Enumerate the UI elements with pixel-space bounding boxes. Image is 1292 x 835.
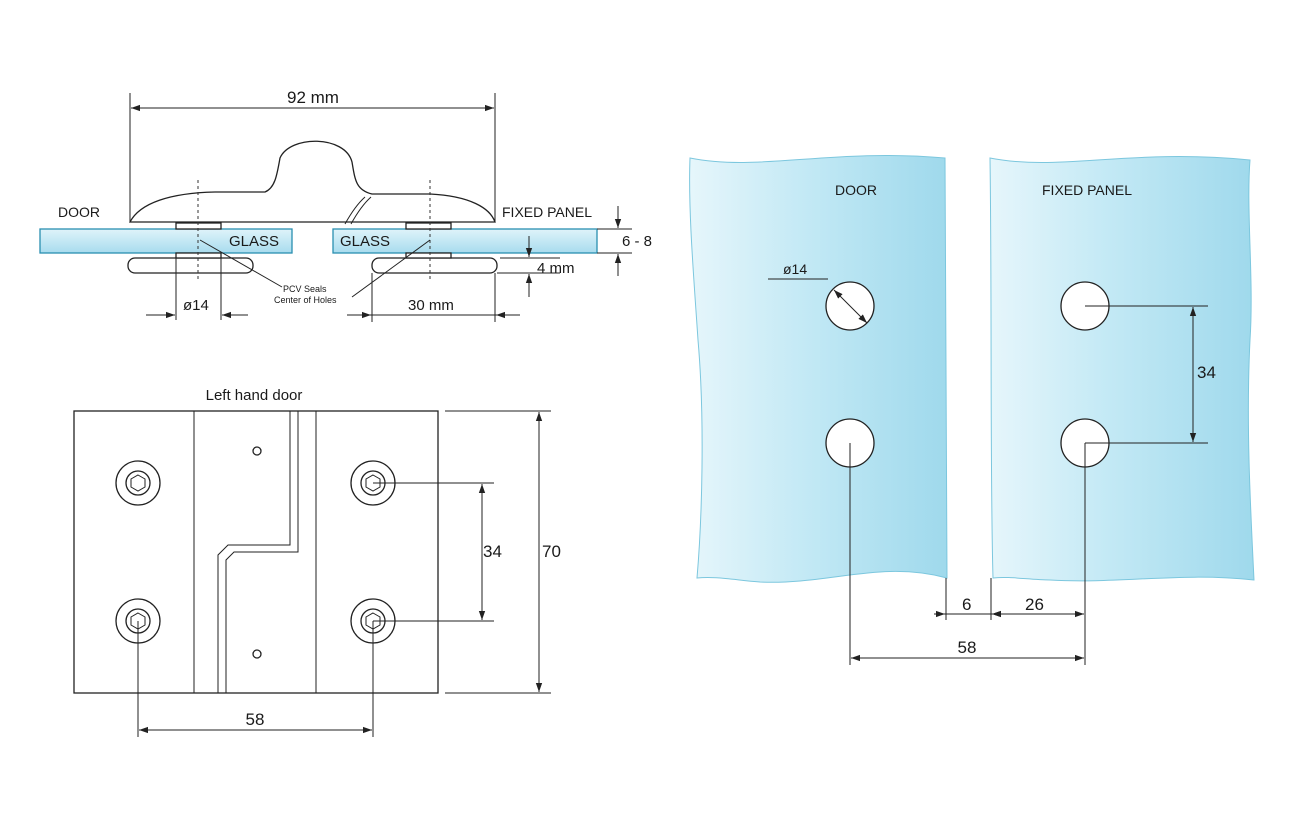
hinge-knuckle-line-2: [350, 196, 372, 225]
gap-label: 4 mm: [537, 260, 575, 277]
glass-fixed-panel-label: FIXED PANEL: [1042, 182, 1132, 198]
glass-door-label: DOOR: [835, 182, 877, 198]
section-door-label: DOOR: [58, 204, 100, 220]
bottom-plate-left: [127, 257, 254, 274]
knuckle-step-inner: [225, 411, 299, 693]
glass-hole-diameter-line: [833, 289, 868, 324]
fixed-panel-glass: [989, 156, 1255, 582]
glass-left-label: GLASS: [229, 233, 279, 250]
holes-label: Center of Holes: [274, 295, 337, 305]
height-label: 70: [542, 542, 561, 561]
knuckle-step-outline: [217, 411, 291, 693]
offset-label: 30 mm: [408, 297, 454, 314]
front-distance-label: 58: [246, 710, 265, 729]
front-spacing-label: 34: [483, 542, 502, 561]
seal-right: [405, 252, 452, 259]
front-view-title: Left hand door: [206, 387, 303, 404]
pin-hole-top: [252, 446, 262, 456]
section-view: 92 mm DOOR FIXED PANEL GLASS GLASS 6 - 8…: [39, 88, 652, 322]
glass-offset-label: 26: [1025, 595, 1044, 614]
hinge-knuckle-line: [344, 196, 366, 225]
seals-leader: [199, 239, 283, 288]
seals-label: PCV Seals: [283, 284, 327, 294]
glass-distance-label: 58: [958, 638, 977, 657]
top-seal-right: [405, 222, 452, 230]
glass-gap-label: 6: [962, 595, 971, 614]
screw-top-left: [115, 460, 161, 506]
hinge-body-profile: [128, 140, 496, 223]
holes-leader: [351, 239, 431, 298]
glass-view: DOOR FIXED PANEL ø14 34 6 26 58: [689, 154, 1255, 665]
glass-spacing-label: 34: [1197, 363, 1216, 382]
section-fixed-panel-label: FIXED PANEL: [502, 204, 592, 220]
width-label: 92 mm: [287, 88, 339, 107]
door-glass-strip: [39, 228, 293, 254]
fixed-panel-glass-strip: [332, 228, 598, 254]
pin-hole-bottom: [252, 649, 262, 659]
front-view: Left hand door: [73, 387, 561, 737]
door-glass-panel: [689, 154, 948, 583]
glass-thickness-label: 6 - 8: [622, 233, 652, 250]
glass-hole-diameter-label: ø14: [783, 261, 807, 277]
hole-diameter-label: ø14: [183, 297, 209, 314]
glass-right-label: GLASS: [340, 233, 390, 250]
bottom-plate-right: [371, 257, 498, 274]
